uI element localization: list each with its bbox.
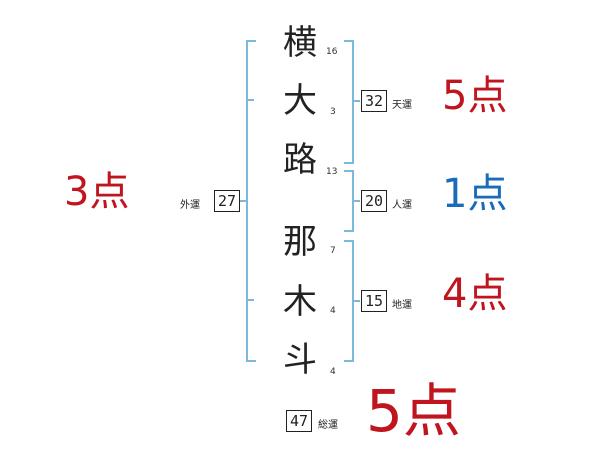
name-char-2: 大 [283,81,317,121]
gaiun-label: 外運 [180,200,200,211]
name-char-5: 木 [283,282,317,322]
gaiun-value-box: 27 [214,190,240,212]
jinun-score: 1点 [442,171,508,217]
chiun-value-box: 15 [361,290,387,312]
stroke-count-6: 4 [330,367,336,377]
chiun-bracket-connector [353,300,360,302]
outer-bracket-tick-bottom [246,299,254,301]
stroke-count-2: 3 [330,107,336,117]
stroke-count-4: 7 [330,246,336,256]
souun-value-box: 47 [286,410,312,432]
chiun-label: 地運 [392,300,412,311]
name-char-1: 横 [283,23,317,63]
tenun-value-box: 32 [361,90,387,112]
souun-label: 総運 [318,420,338,431]
stroke-count-5: 4 [330,306,336,316]
outer-bracket-connector [238,200,247,202]
tenun-score: 5点 [442,73,508,119]
jinun-bracket-connector [353,200,360,202]
name-char-6: 斗 [283,340,317,380]
jinun-label: 人運 [392,200,412,211]
gaiun-score: 3点 [64,169,130,215]
tenun-label: 天運 [392,100,412,111]
outer-bracket-tick-top [246,99,254,101]
tenun-bracket-connector [353,100,360,102]
stroke-count-3: 13 [326,167,338,177]
outer-bracket [246,40,256,362]
souun-score: 5点 [366,377,461,445]
name-char-3: 路 [283,140,317,180]
chiun-score: 4点 [442,271,508,317]
name-char-4: 那 [283,222,317,262]
tenun-bracket [344,40,354,164]
jinun-value-box: 20 [361,190,387,212]
stroke-count-1: 16 [326,47,338,57]
